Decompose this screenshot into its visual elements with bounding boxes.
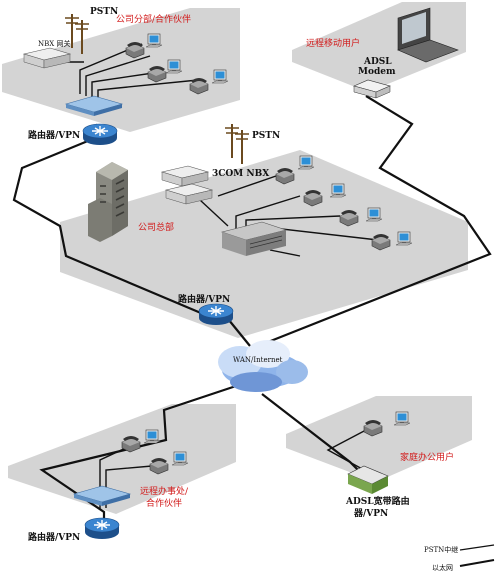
remote-router-icon: [84, 517, 120, 540]
remote-mobile-label: 远程移动用户: [306, 37, 360, 49]
zone-branch: [2, 8, 240, 132]
hq-router-icon: [198, 303, 234, 326]
lan-wires: [46, 43, 379, 510]
pstn-pole-hq-icon-2: [234, 129, 250, 165]
remote-mobile: 远程移动用户 ADSL Modem: [306, 7, 459, 99]
remote-router-label: 路由器/VPN: [28, 531, 80, 543]
legend: PSTN中继 以太网: [424, 544, 495, 572]
branch-office: PSTN 公司分部/合作伙伴 NBX 网关 路由器/VPN: [23, 7, 229, 146]
nbx-gateway-label: NBX 网关: [38, 39, 70, 48]
remote-office-label-1: 远程办事处/: [140, 485, 189, 497]
hq-router-label: 路由器/VPN: [178, 293, 230, 305]
adsl-modem-label-1: ADSL: [363, 57, 392, 67]
home-office: 家庭办公用户 ADSL宽带路由 器/VPN: [345, 411, 454, 519]
legend-ethernet-label: 以太网: [432, 563, 453, 572]
link-branch-router-hq: [12, 134, 209, 318]
branch-router-icon: [82, 123, 118, 146]
wan-cloud-icon: [218, 340, 308, 392]
adsl-router-label-2: 器/VPN: [353, 508, 388, 519]
hq-building-icon: [88, 162, 128, 242]
adsl-router-label-1: ADSL宽带路由: [345, 495, 410, 507]
adsl-router-icon: [347, 465, 389, 494]
adsl-modem-icon: [353, 79, 391, 99]
hq-nbx-label: 3COM NBX: [212, 169, 269, 179]
zone-home: [286, 396, 472, 482]
wan-label: WAN/Internet: [233, 356, 283, 364]
branch-site-label: 公司分部/合作伙伴: [116, 13, 191, 25]
legend-pstn-line: [459, 544, 495, 551]
pstn-hq-label: PSTN: [252, 131, 280, 141]
branch-router-label: 路由器/VPN: [28, 129, 80, 141]
home-office-label: 家庭办公用户: [400, 451, 454, 463]
pstn-branch-label: PSTN: [90, 7, 118, 17]
hq-site-label: 公司总部: [138, 221, 174, 233]
hq-core-switch-icon: [220, 221, 288, 256]
laptop-icon: [397, 7, 459, 63]
headquarters: PSTN 3COM NBX 公司总部 路由器/VPN: [88, 123, 413, 326]
legend-ethernet-line: [459, 559, 495, 567]
remote-office: 远程办事处/ 合作伙伴 路由器/VPN: [28, 429, 189, 543]
pstn-pole-hq-icon: [224, 123, 240, 159]
link-modem-wan: [257, 95, 492, 348]
link-wan-remote: [39, 384, 237, 522]
adsl-modem-label-2: Modem: [358, 67, 396, 77]
legend-pstn-label: PSTN中继: [424, 545, 458, 554]
remote-office-label-2: 合作伙伴: [146, 497, 182, 509]
